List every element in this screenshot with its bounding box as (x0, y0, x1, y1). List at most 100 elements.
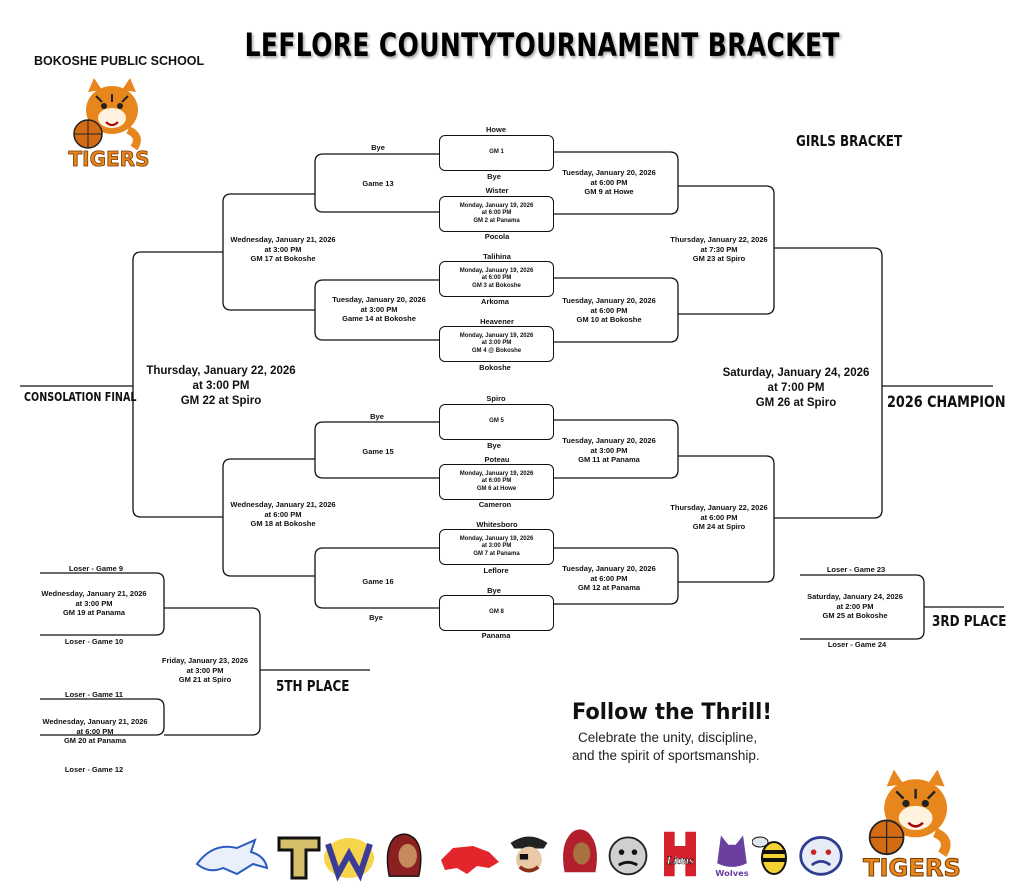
connector-game13 (314, 153, 440, 213)
girls-bracket-heading: GIRLS BRACKET (796, 132, 903, 150)
third-place-heading: 3RD PLACE (932, 612, 1007, 630)
page-title: LEFLORE COUNTYTOURNAMENT BRACKET (244, 26, 840, 64)
game16-label: Game 16 (362, 577, 394, 586)
team-label: Bokoshe (479, 363, 511, 372)
team-label: Talihina (483, 252, 511, 261)
promo-title: Follow the Thrill! (572, 700, 772, 725)
team-label: Leflore (483, 566, 509, 575)
consolation-final-heading: CONSOLATION FINAL (24, 390, 137, 404)
tigers-logo-bottom-icon: TIGERS (863, 769, 961, 882)
bye-label: Bye (370, 412, 384, 421)
game-info-gm25: Saturday, January 24, 2026 at 2:00 PM GM… (807, 592, 903, 620)
team-label: Pocola (484, 232, 510, 241)
team-label: Spiro (486, 394, 506, 403)
pirate-logo-icon (510, 836, 548, 873)
connector-gm21 (164, 607, 261, 736)
connector-gm10 (553, 277, 679, 343)
game-box-text: Monday, January 19, 2026 at 6:00 PM GM 3… (459, 267, 534, 289)
game15-label: Game 15 (362, 447, 394, 456)
promo-line-2: and the spirit of sportsmanship. (572, 748, 760, 763)
chief-logo-icon (386, 833, 422, 877)
connector-game16 (314, 547, 440, 609)
game-info-gm21: Friday, January 23, 2026 at 3:00 PM GM 2… (161, 656, 249, 684)
team-label: Arkoma (481, 297, 509, 306)
game13-label: Game 13 (362, 179, 394, 188)
hornet-logo-icon (752, 836, 787, 875)
team-label: Bye (487, 441, 501, 450)
promo-line-1: Celebrate the unity, discipline, (578, 730, 758, 745)
game-box[interactable]: GM 1 (439, 135, 554, 171)
connector-gm23 (678, 185, 775, 315)
champion-heading: 2026 CHAMPION (887, 392, 1006, 411)
team-label: Bye (487, 586, 501, 595)
team-label: Cameron (478, 500, 512, 509)
game-info-gm9: Tuesday, January 20, 2026 at 6:00 PM GM … (562, 168, 656, 196)
wolves-logo-icon: Wolves (715, 835, 749, 878)
connector-gm20 (40, 698, 165, 736)
wolves-text: Wolves (715, 868, 748, 878)
game-box-text: GM 8 (489, 609, 504, 616)
game-info-gm22: Thursday, January 22, 2026 at 3:00 PM GM… (146, 365, 296, 407)
game-info-gm24: Thursday, January 22, 2026 at 6:00 PM GM… (670, 503, 768, 531)
team-label: Bye (487, 172, 501, 181)
w-logo-icon (324, 838, 374, 882)
team-label: Poteau (484, 455, 510, 464)
bulldog2-logo-icon (799, 836, 843, 876)
game-info-gm26: Saturday, January 24, 2026 at 7:00 PM GM… (722, 367, 870, 409)
game-box-text: Monday, January 19, 2026 at 6:00 PM GM 2… (459, 202, 534, 224)
connector-gm22 (132, 251, 223, 518)
game-info-gm11: Tuesday, January 20, 2026 at 3:00 PM GM … (562, 436, 656, 464)
game-box-text: GM 1 (489, 149, 504, 156)
game-info-gm23: Thursday, January 22, 2026 at 7:30 PM GM… (670, 235, 768, 263)
game-info-game14: Tuesday, January 20, 2026 at 3:00 PM Gam… (332, 295, 426, 323)
game-box[interactable]: GM 5 (439, 404, 554, 440)
bulldog-logo-icon (608, 836, 648, 876)
connector-gm26 (774, 247, 883, 519)
connector-game15 (314, 421, 440, 479)
school-name: BOKOSHE PUBLIC SCHOOL (34, 54, 205, 68)
team-label: Howe (485, 125, 507, 134)
t-logo-icon (277, 836, 321, 880)
connector-gm9 (553, 151, 679, 215)
loser-label: Loser - Game 23 (826, 565, 886, 574)
loser-label: Loser - Game 11 (65, 690, 123, 699)
team-label: Wister (485, 186, 509, 195)
bye-label: Bye (371, 143, 385, 152)
game-box[interactable]: Monday, January 19, 2026 at 6:00 PM GM 3… (439, 261, 554, 297)
bye-label: Bye (369, 613, 383, 622)
game-box-text: Monday, January 19, 2026 at 6:00 PM GM 6… (459, 470, 534, 492)
game-box[interactable]: Monday, January 19, 2026 at 6:00 PM GM 6… (439, 464, 554, 500)
loser-label: Loser - Game 9 (68, 564, 124, 573)
game-box[interactable]: Monday, January 19, 2026 at 6:00 PM GM 2… (439, 196, 554, 232)
connector-gm11 (553, 419, 679, 479)
loser-label: Loser - Game 10 (64, 637, 124, 646)
lions-text: Lions (666, 855, 694, 867)
game-info-gm17: Wednesday, January 21, 2026 at 3:00 PM G… (230, 235, 336, 263)
mustang-logo-icon (195, 838, 269, 876)
tigers-logo-icon: TIGERS (68, 78, 150, 170)
loser-label: Loser - Game 24 (827, 640, 887, 649)
game-info-gm18: Wednesday, January 21, 2026 at 6:00 PM G… (230, 500, 336, 528)
game-info-gm10: Tuesday, January 20, 2026 at 6:00 PM GM … (562, 296, 656, 324)
warrior-logo-icon (563, 829, 597, 873)
game-info-gm12: Tuesday, January 20, 2026 at 6:00 PM GM … (562, 564, 656, 592)
loser-label: Loser - Game 12 (64, 765, 124, 774)
team-label: Whitesboro (476, 520, 518, 529)
razorback-logo-icon (441, 846, 499, 874)
game-box-text: Monday, January 19, 2026 at 3:00 PM GM 7… (459, 535, 534, 557)
game-box[interactable]: Monday, January 19, 2026 at 3:00 PM GM 4… (439, 326, 554, 362)
team-label: Panama (481, 631, 511, 640)
connector-gm19 (40, 572, 165, 636)
game-info-gm19: Wednesday, January 21, 2026 at 3:00 PM G… (41, 589, 147, 617)
tigers-logo-bottom-text: TIGERS (863, 854, 961, 882)
game-box[interactable]: GM 8 (439, 595, 554, 631)
game-box-text: GM 5 (489, 418, 504, 425)
tigers-logo-text: TIGERS (69, 147, 150, 170)
game-box-text: Monday, January 19, 2026 at 3:00 PM GM 4… (459, 332, 534, 354)
h-lions-logo-icon: Lions (664, 831, 696, 877)
game-box[interactable]: Monday, January 19, 2026 at 3:00 PM GM 7… (439, 529, 554, 565)
fifth-place-heading: 5TH PLACE (276, 677, 350, 695)
connector-gm24 (678, 455, 775, 583)
team-label: Heavener (480, 317, 514, 326)
